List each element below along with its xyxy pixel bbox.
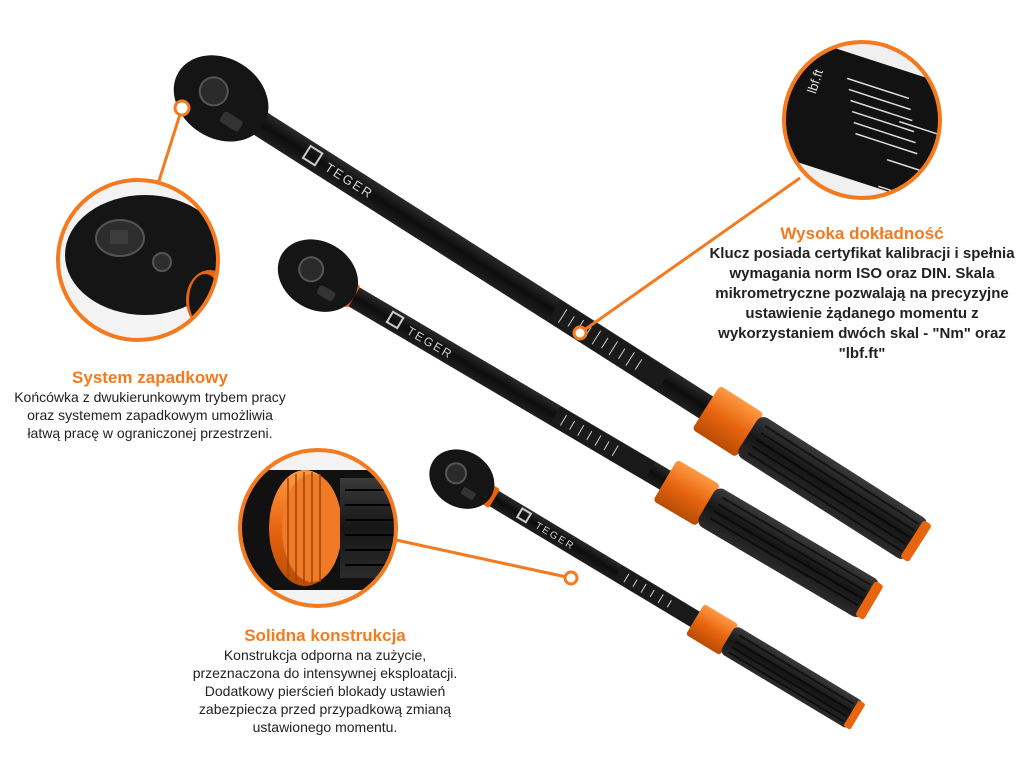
callout-ratchet-body: Końcówka z dwukierunkowym trybem pracy o… bbox=[14, 389, 286, 441]
wrench-medium-lock-ring bbox=[654, 460, 719, 525]
wrench-large-end-cap bbox=[901, 521, 931, 562]
callout-solid-build: Solidna konstrukcja Konstrukcja odporna … bbox=[170, 626, 480, 736]
zoom-lockring-detail bbox=[238, 448, 398, 608]
leader-accuracy bbox=[579, 176, 801, 335]
callout-accuracy-body: Klucz posiada certyfikat kalibracji i sp… bbox=[709, 245, 1015, 362]
wrench-large: TEGER bbox=[173, 55, 931, 562]
wrench-medium-grip bbox=[698, 488, 879, 617]
brand-logo-icon bbox=[515, 507, 533, 524]
leader-ratchet bbox=[156, 107, 184, 185]
brand-logo-icon bbox=[385, 310, 405, 330]
leader-build bbox=[395, 538, 572, 580]
wrench-small-lock-ring bbox=[686, 604, 738, 655]
zoom-scale-detail: lbf.ft bbox=[782, 40, 942, 200]
callout-ratchet-system: System zapadkowy Końcówka z dwukierunkow… bbox=[0, 368, 300, 442]
leader-dot-build bbox=[563, 570, 579, 586]
callout-ratchet-title: System zapadkowy bbox=[72, 368, 228, 387]
callout-build-body: Konstrukcja odporna na zużycie, przeznac… bbox=[192, 647, 458, 735]
callout-high-accuracy: Wysoka dokładność Klucz posiada certyfik… bbox=[700, 224, 1024, 364]
callout-build-title: Solidna konstrukcja bbox=[244, 626, 406, 645]
leader-dot-ratchet bbox=[173, 99, 191, 117]
wrench-large-lock-ring bbox=[693, 386, 763, 456]
brand-logo-icon bbox=[301, 144, 324, 167]
wrench-medium: TEGER bbox=[277, 239, 883, 620]
wrench-large-drive-icon bbox=[198, 76, 229, 107]
zoom-unit-label: lbf.ft bbox=[804, 67, 826, 95]
zoom-ratchet-detail bbox=[56, 178, 220, 342]
callout-leaders bbox=[156, 107, 801, 580]
leader-dot-accuracy bbox=[572, 325, 588, 341]
callout-accuracy-title: Wysoka dokładność bbox=[780, 224, 944, 243]
wrench-small-grip bbox=[721, 627, 863, 728]
wrench-large-scale bbox=[547, 300, 671, 391]
